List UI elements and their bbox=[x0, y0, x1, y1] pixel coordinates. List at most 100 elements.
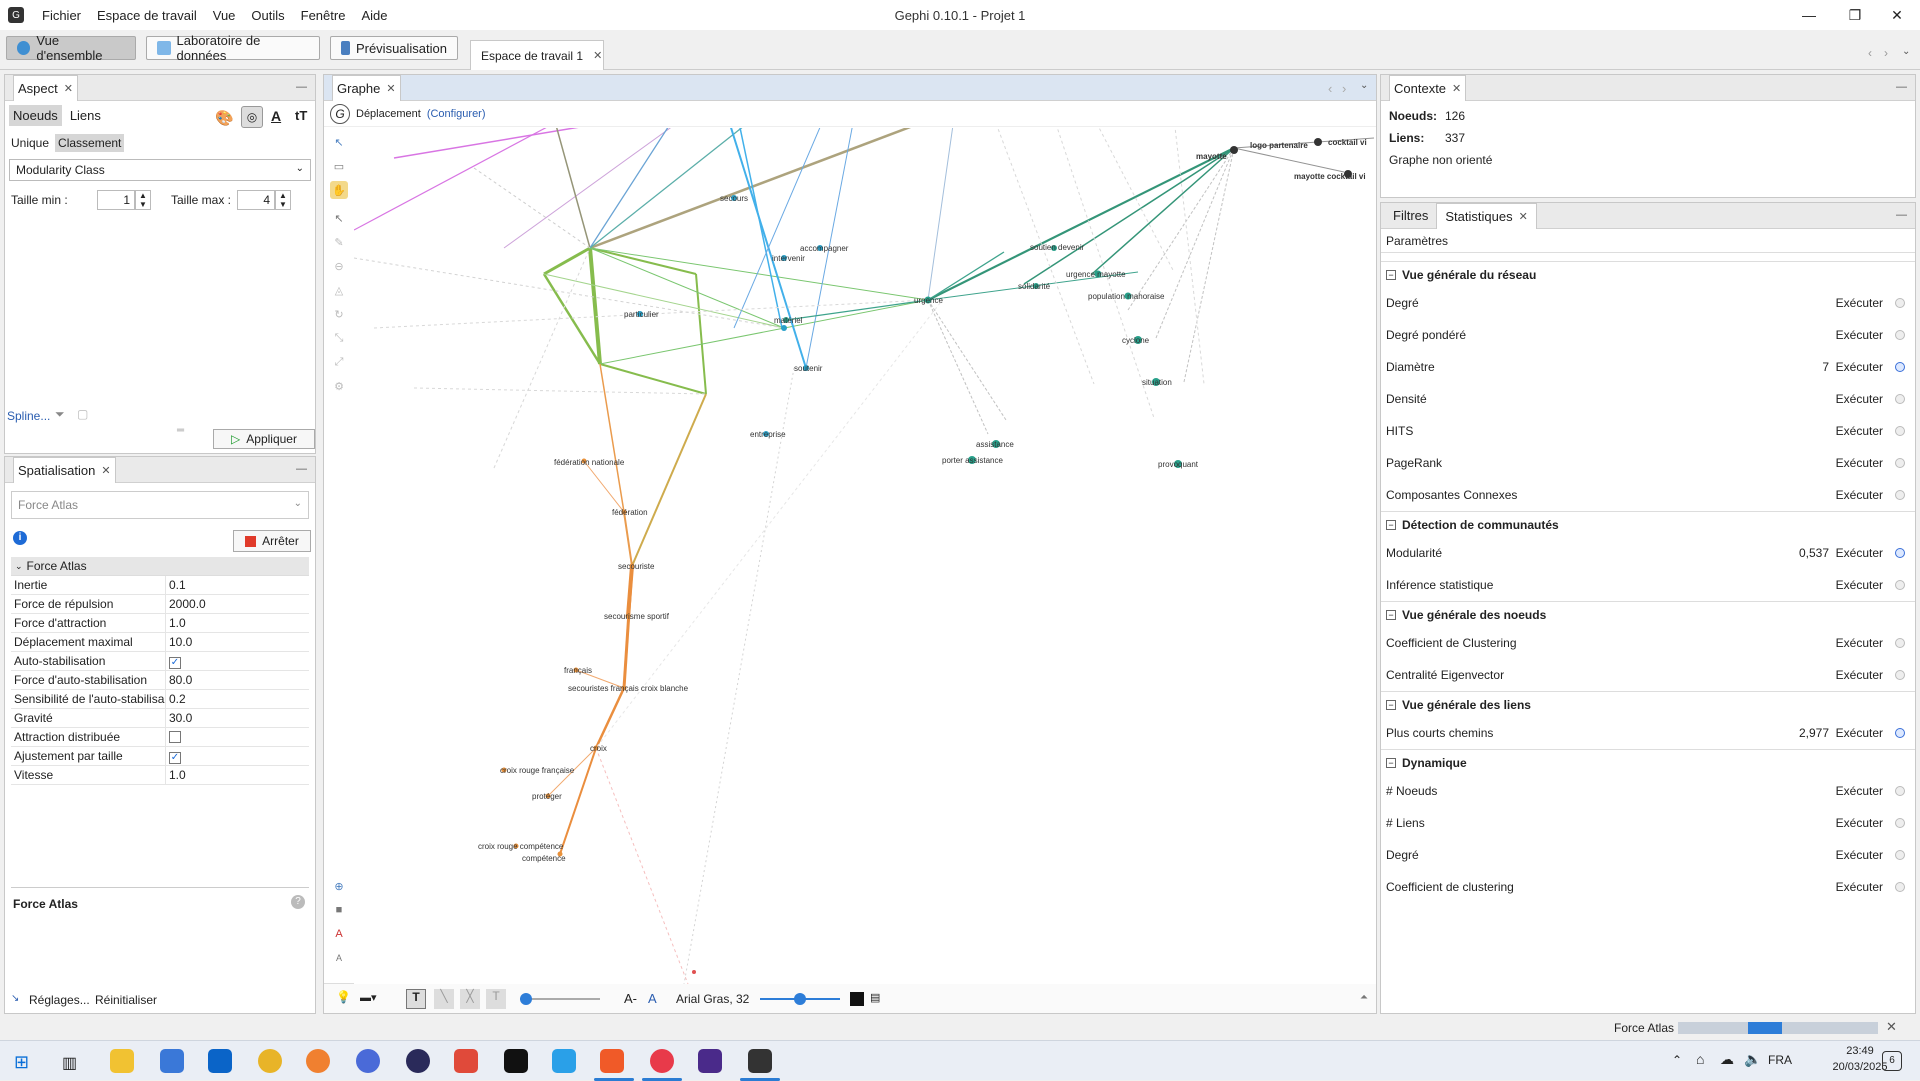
chrome-icon[interactable] bbox=[258, 1049, 282, 1073]
algorithm-select[interactable]: Force Atlas ⌄ bbox=[11, 491, 309, 519]
report-icon[interactable] bbox=[1895, 850, 1905, 860]
file-explorer-icon[interactable] bbox=[110, 1049, 134, 1073]
node-label[interactable]: accompagner bbox=[800, 244, 849, 253]
node-label[interactable]: population mahoraise bbox=[1088, 292, 1165, 301]
minimize-icon[interactable]: — bbox=[296, 463, 307, 475]
close-icon[interactable]: ✕ bbox=[63, 82, 73, 95]
node-label[interactable]: fédération bbox=[612, 508, 648, 517]
node-label[interactable]: croix rouge compétence bbox=[478, 842, 564, 851]
spline-link[interactable]: Spline... bbox=[7, 409, 51, 423]
data-laboratory-button[interactable]: Laboratoire de données bbox=[146, 33, 320, 63]
report-icon[interactable] bbox=[1895, 426, 1905, 436]
rectangle-select-icon[interactable]: ▭ bbox=[333, 160, 345, 173]
windows-start-icon[interactable]: ⊞ bbox=[14, 1052, 30, 1072]
label-color-icon[interactable]: A bbox=[271, 108, 282, 124]
rotate-icon[interactable]: ↻ bbox=[334, 308, 344, 321]
property-checkbox[interactable] bbox=[169, 731, 181, 743]
report-icon[interactable] bbox=[1895, 728, 1905, 738]
node-label[interactable]: situation bbox=[1142, 378, 1172, 387]
font-color-icon[interactable]: A bbox=[335, 928, 343, 940]
run-button[interactable]: Exécuter bbox=[1835, 360, 1883, 374]
collapse-icon[interactable]: − bbox=[1386, 699, 1396, 710]
node-label[interactable]: français bbox=[564, 666, 593, 675]
copy-icon[interactable]: ▢ bbox=[77, 407, 89, 421]
node-label[interactable]: secourisme sportif bbox=[604, 612, 669, 621]
size-min-input[interactable]: 1 bbox=[97, 190, 135, 210]
tab-edges[interactable]: Liens bbox=[69, 107, 101, 123]
shortest-path-icon[interactable]: ⤢ bbox=[334, 355, 344, 368]
property-row[interactable]: Attraction distribuée bbox=[11, 728, 309, 747]
run-button[interactable]: Exécuter bbox=[1835, 296, 1883, 310]
app-icon[interactable] bbox=[552, 1049, 576, 1073]
drag-handle-icon[interactable]: ═ bbox=[177, 425, 185, 436]
node-label[interactable]: croix rouge française bbox=[500, 766, 575, 775]
menu-fenetre[interactable]: Fenêtre bbox=[300, 7, 346, 23]
node-label[interactable]: mayotte cocktail vi bbox=[1294, 172, 1366, 181]
node-label[interactable]: provoquant bbox=[1158, 460, 1199, 469]
run-button[interactable]: Exécuter bbox=[1835, 488, 1883, 502]
property-value[interactable]: ✓ bbox=[166, 747, 309, 765]
size-min-stepper[interactable]: ▲▼ bbox=[135, 190, 151, 210]
chevron-right-icon[interactable]: › bbox=[1342, 81, 1347, 96]
chevron-right-icon[interactable]: › bbox=[1884, 46, 1888, 60]
close-icon[interactable]: ✕ bbox=[1452, 82, 1462, 95]
opera-icon[interactable] bbox=[650, 1049, 674, 1073]
parameters-label[interactable]: Paramètres bbox=[1381, 229, 1915, 253]
run-button[interactable]: Exécuter bbox=[1835, 636, 1883, 650]
gephi-icon[interactable] bbox=[748, 1049, 772, 1073]
filter-icon[interactable]: ⏷ bbox=[55, 407, 65, 421]
property-value[interactable]: 0.2 bbox=[169, 692, 186, 706]
report-icon[interactable] bbox=[1895, 458, 1905, 468]
task-view-icon[interactable]: ▥ bbox=[62, 1055, 78, 1072]
property-value[interactable] bbox=[166, 728, 309, 746]
minimize-icon[interactable]: — bbox=[1802, 7, 1816, 23]
property-value[interactable]: 80.0 bbox=[169, 673, 193, 687]
run-button[interactable]: Exécuter bbox=[1835, 456, 1883, 470]
run-button[interactable]: Exécuter bbox=[1835, 848, 1883, 862]
property-value[interactable]: ✓ bbox=[166, 652, 309, 670]
node-label[interactable]: porter assistance bbox=[942, 456, 1003, 465]
node-label[interactable]: logo partenaire bbox=[1250, 141, 1308, 150]
properties-section[interactable]: ⌄ Force Atlas bbox=[11, 557, 309, 575]
volume-icon[interactable]: 🔈 bbox=[1744, 1051, 1762, 1067]
stats-section-header[interactable]: −Vue générale des noeuds bbox=[1381, 601, 1915, 627]
configure-link[interactable]: (Configurer) bbox=[426, 107, 486, 120]
property-value[interactable]: 1.0 bbox=[169, 616, 186, 630]
property-value[interactable]: 2000.0 bbox=[169, 597, 206, 611]
collapse-icon[interactable]: − bbox=[1386, 609, 1396, 620]
collapse-icon[interactable]: ⌄ bbox=[15, 560, 23, 571]
property-value[interactable]: 1.0 bbox=[169, 768, 186, 782]
node-label[interactable]: cocktail vi bbox=[1328, 138, 1367, 147]
report-icon[interactable] bbox=[1895, 670, 1905, 680]
pointer-icon[interactable]: ↖ bbox=[334, 136, 344, 149]
app-icon[interactable] bbox=[356, 1049, 380, 1073]
help-icon[interactable]: ? bbox=[291, 895, 305, 909]
property-checkbox[interactable]: ✓ bbox=[169, 752, 181, 764]
size-max-input[interactable]: 4 bbox=[237, 190, 275, 210]
menu-fichier[interactable]: Fichier bbox=[42, 7, 82, 23]
font-size-icon[interactable]: A bbox=[335, 953, 342, 963]
tab-unique[interactable]: Unique bbox=[11, 136, 50, 150]
graph-nodes[interactable] bbox=[501, 138, 1353, 974]
run-button[interactable]: Exécuter bbox=[1835, 424, 1883, 438]
stats-section-header[interactable]: −Dynamique bbox=[1381, 749, 1915, 775]
tab-context[interactable]: Contexte✕ bbox=[1389, 74, 1467, 101]
settings-link[interactable]: Réglages... bbox=[29, 993, 90, 1007]
direct-select-icon[interactable]: ↖ bbox=[334, 212, 344, 225]
size-icon[interactable]: ◎ bbox=[241, 106, 263, 128]
tab-nodes[interactable]: Noeuds bbox=[9, 104, 62, 126]
property-value[interactable]: 10.0 bbox=[169, 635, 193, 649]
run-button[interactable]: Exécuter bbox=[1835, 328, 1883, 342]
property-checkbox[interactable]: ✓ bbox=[169, 657, 181, 669]
run-button[interactable]: Exécuter bbox=[1835, 784, 1883, 798]
font-increase-icon[interactable]: A bbox=[648, 991, 657, 1006]
label-size-icon[interactable]: tT bbox=[295, 108, 308, 123]
node-label[interactable]: soutenir bbox=[794, 364, 823, 373]
edge-weight-icon[interactable]: ╳ bbox=[460, 989, 480, 1009]
close-icon[interactable]: ✕ bbox=[1891, 6, 1903, 23]
network-icon[interactable]: ⌂ bbox=[1696, 1051, 1705, 1067]
